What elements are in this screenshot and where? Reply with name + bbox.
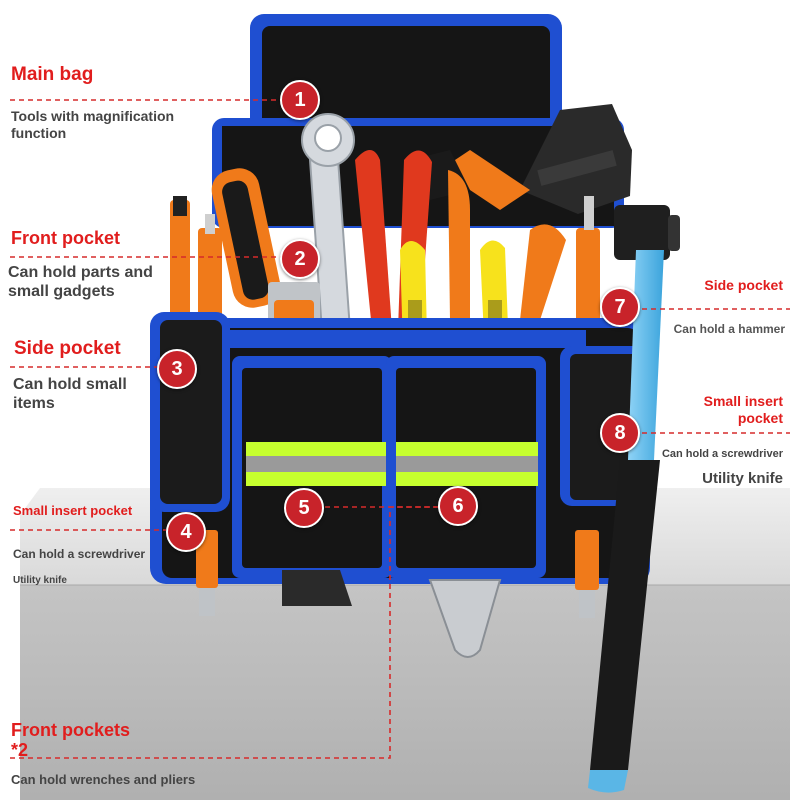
callout-3-line-2: items <box>13 395 55 412</box>
callout-5-description: Can hold wrenches and pliers <box>11 772 196 787</box>
callout-1-description: Tools with magnification function <box>11 108 174 142</box>
callout-8-line-1: Can hold a screwdriver <box>661 448 783 460</box>
callout-3-badge: 3 <box>157 349 197 389</box>
front-pockets <box>232 356 546 578</box>
callout-8-badge: 8 <box>600 413 640 453</box>
callout-5-title-line-2: *2 <box>11 740 29 760</box>
callout-5-title: Front pockets *2 <box>11 720 130 760</box>
callout-3-title: Side pocket <box>14 338 121 359</box>
leader-lines <box>10 99 790 759</box>
callout-2-description: Can hold parts and small gadgets <box>8 263 153 301</box>
callout-4-badge: 4 <box>166 512 206 552</box>
callout-7-badge: 7 <box>600 287 640 327</box>
callout-1-badge: 1 <box>280 80 320 120</box>
callout-5-title-line-1: Front pockets <box>11 720 131 740</box>
callout-1-line-2: function <box>11 125 67 141</box>
callout-8-line-2: Utility knife <box>702 470 783 487</box>
callout-4-title: Small insert pocket <box>13 503 133 518</box>
orange-pliers <box>448 170 566 320</box>
callout-7-title: Side pocket <box>704 277 783 293</box>
callout-8-title-line-2: pocket <box>737 410 783 426</box>
leader-line-5-6 <box>10 506 438 759</box>
hammer-head <box>614 205 680 260</box>
callout-2-line-1: Can hold parts and <box>8 264 153 281</box>
callout-5-badge: 5 <box>284 488 324 528</box>
callout-8-title: Small insert pocket <box>640 393 783 427</box>
callout-7-description: Can hold a hammer <box>673 322 785 336</box>
callout-8-title-line-1: Small insert <box>703 393 783 409</box>
screwdriver-large <box>211 168 281 308</box>
callout-2-badge: 2 <box>280 239 320 279</box>
callout-4-line-2: Utility knife <box>13 575 67 586</box>
callout-6-badge: 6 <box>438 486 478 526</box>
callout-2-line-2: small gadgets <box>8 283 115 300</box>
callout-4-line-1: Can hold a screwdriver <box>13 547 146 561</box>
callout-1-line-1: Tools with magnification <box>11 108 175 124</box>
callout-3-line-1: Can hold small <box>13 376 127 393</box>
callout-1-title: Main bag <box>11 64 94 85</box>
callout-3-description: Can hold small items <box>13 375 127 413</box>
callout-2-title: Front pocket <box>11 228 121 248</box>
